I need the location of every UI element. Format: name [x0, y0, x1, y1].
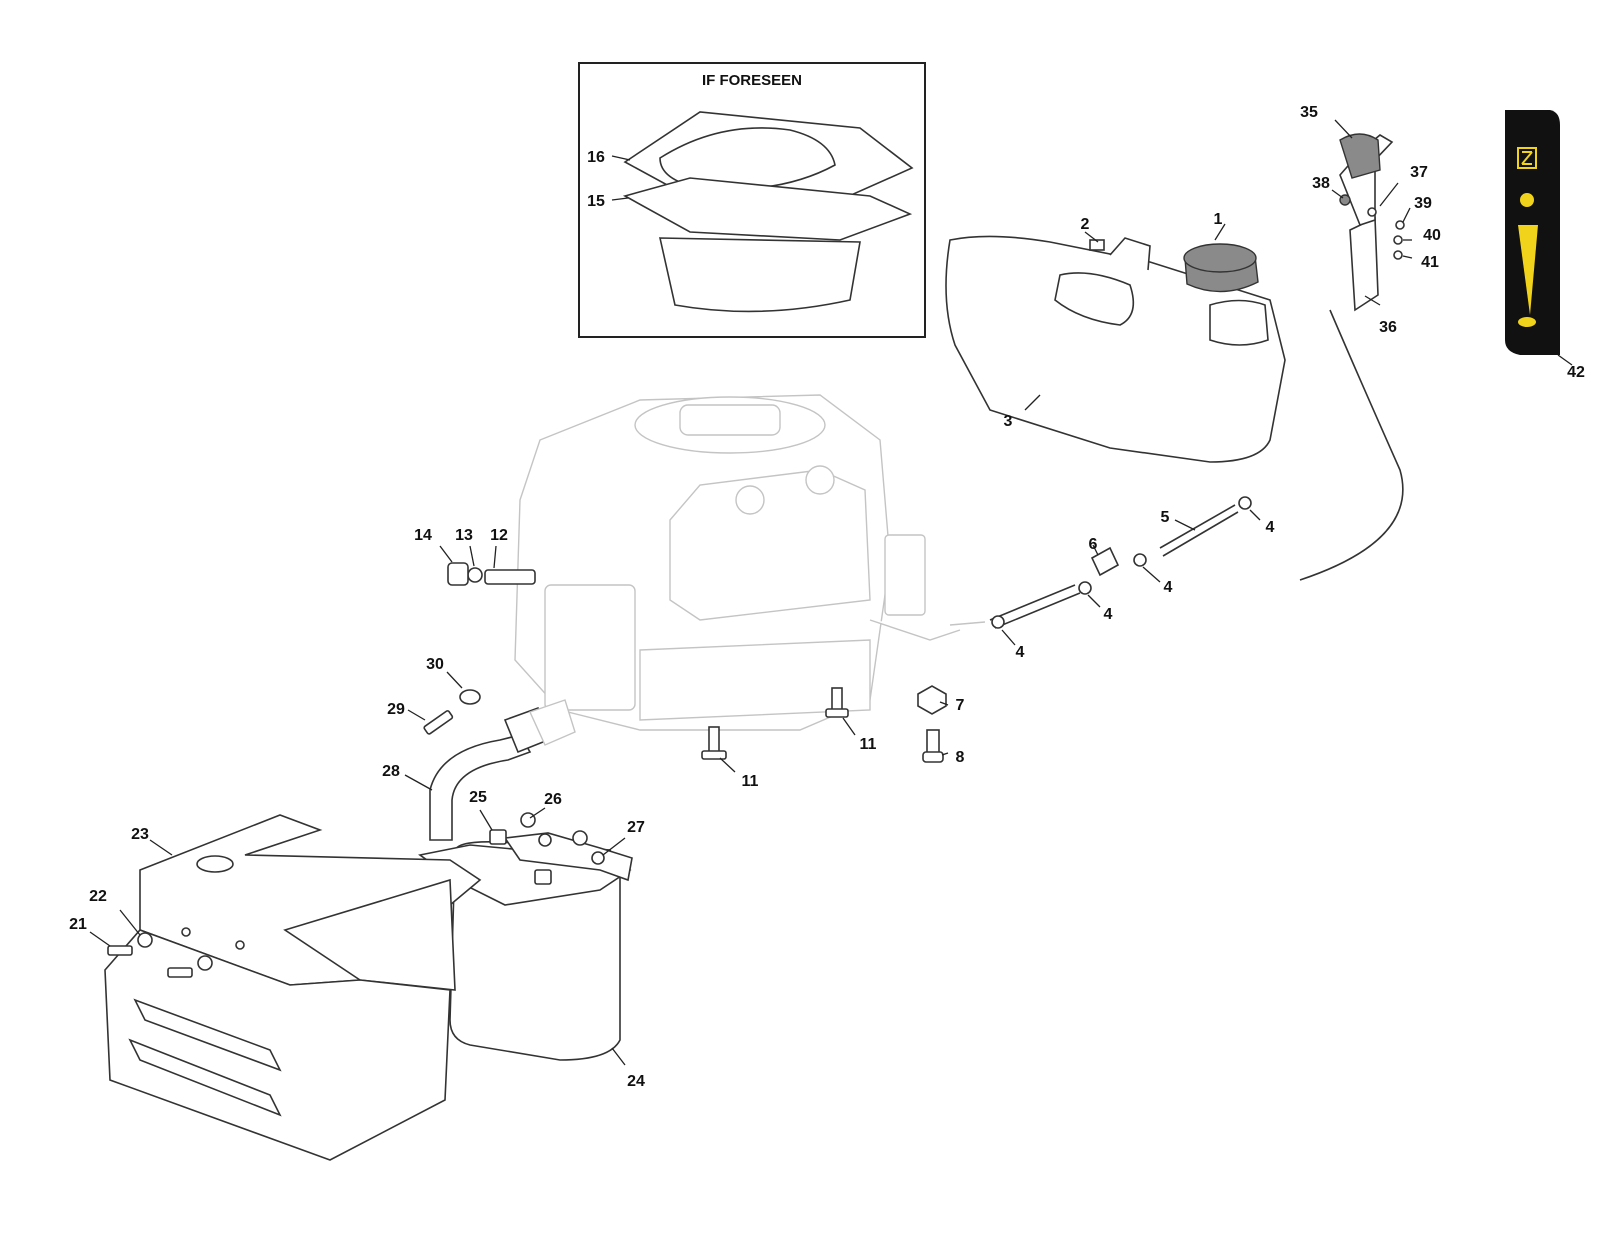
callout-38: 38 [1312, 175, 1330, 192]
callout-35: 35 [1300, 104, 1318, 121]
fuel-line [949, 496, 1261, 646]
callout-40: 40 [1423, 227, 1441, 244]
muffler-guard [89, 814, 482, 1161]
callout-11-a: 11 [859, 736, 877, 753]
callout-42: 42 [1567, 364, 1585, 381]
callout-21: 21 [69, 916, 87, 933]
callout-3: 3 [1003, 413, 1013, 430]
throttle-decal [1505, 110, 1573, 366]
callout-4-d: 4 [1265, 519, 1275, 536]
callout-37: 37 [1410, 164, 1428, 181]
callout-1: 1 [1213, 211, 1223, 228]
callout-25: 25 [469, 789, 487, 806]
callout-4-b: 4 [1103, 606, 1113, 623]
throttle-assembly [1299, 119, 1413, 581]
exhaust-pipe [404, 671, 576, 841]
muffler [418, 807, 633, 1066]
inset-title: IF FORESEEN [701, 72, 802, 89]
callout-22: 22 [89, 888, 107, 905]
callout-2: 2 [1080, 216, 1090, 233]
callout-27: 27 [627, 819, 645, 836]
callout-13: 13 [455, 527, 473, 544]
callout-41: 41 [1421, 254, 1439, 271]
if-foreseen-inset: IF FORESEEN [578, 62, 926, 338]
fuel-tank [945, 223, 1286, 463]
callout-4-c: 4 [1163, 579, 1173, 596]
callout-5: 5 [1160, 509, 1170, 526]
callout-14: 14 [414, 527, 432, 544]
callout-4-a: 4 [1015, 644, 1025, 661]
callout-29: 29 [387, 701, 405, 718]
engine-ghost [514, 394, 961, 731]
callout-11-b: 11 [741, 773, 759, 790]
callout-28: 28 [382, 763, 400, 780]
callout-16: 16 [587, 149, 605, 166]
callout-12: 12 [490, 527, 508, 544]
callout-23: 23 [131, 826, 149, 843]
callout-26: 26 [544, 791, 562, 808]
callout-39: 39 [1414, 195, 1432, 212]
callout-30: 30 [426, 656, 444, 673]
callout-36: 36 [1379, 319, 1397, 336]
callout-8: 8 [955, 749, 965, 766]
callout-7: 7 [955, 697, 965, 714]
intake-fitting [439, 545, 536, 586]
callout-6: 6 [1088, 536, 1098, 553]
callout-15: 15 [587, 193, 605, 210]
inset-air-filter-parts [611, 111, 914, 313]
engine-bolts [701, 685, 949, 773]
callout-24: 24 [627, 1073, 645, 1090]
